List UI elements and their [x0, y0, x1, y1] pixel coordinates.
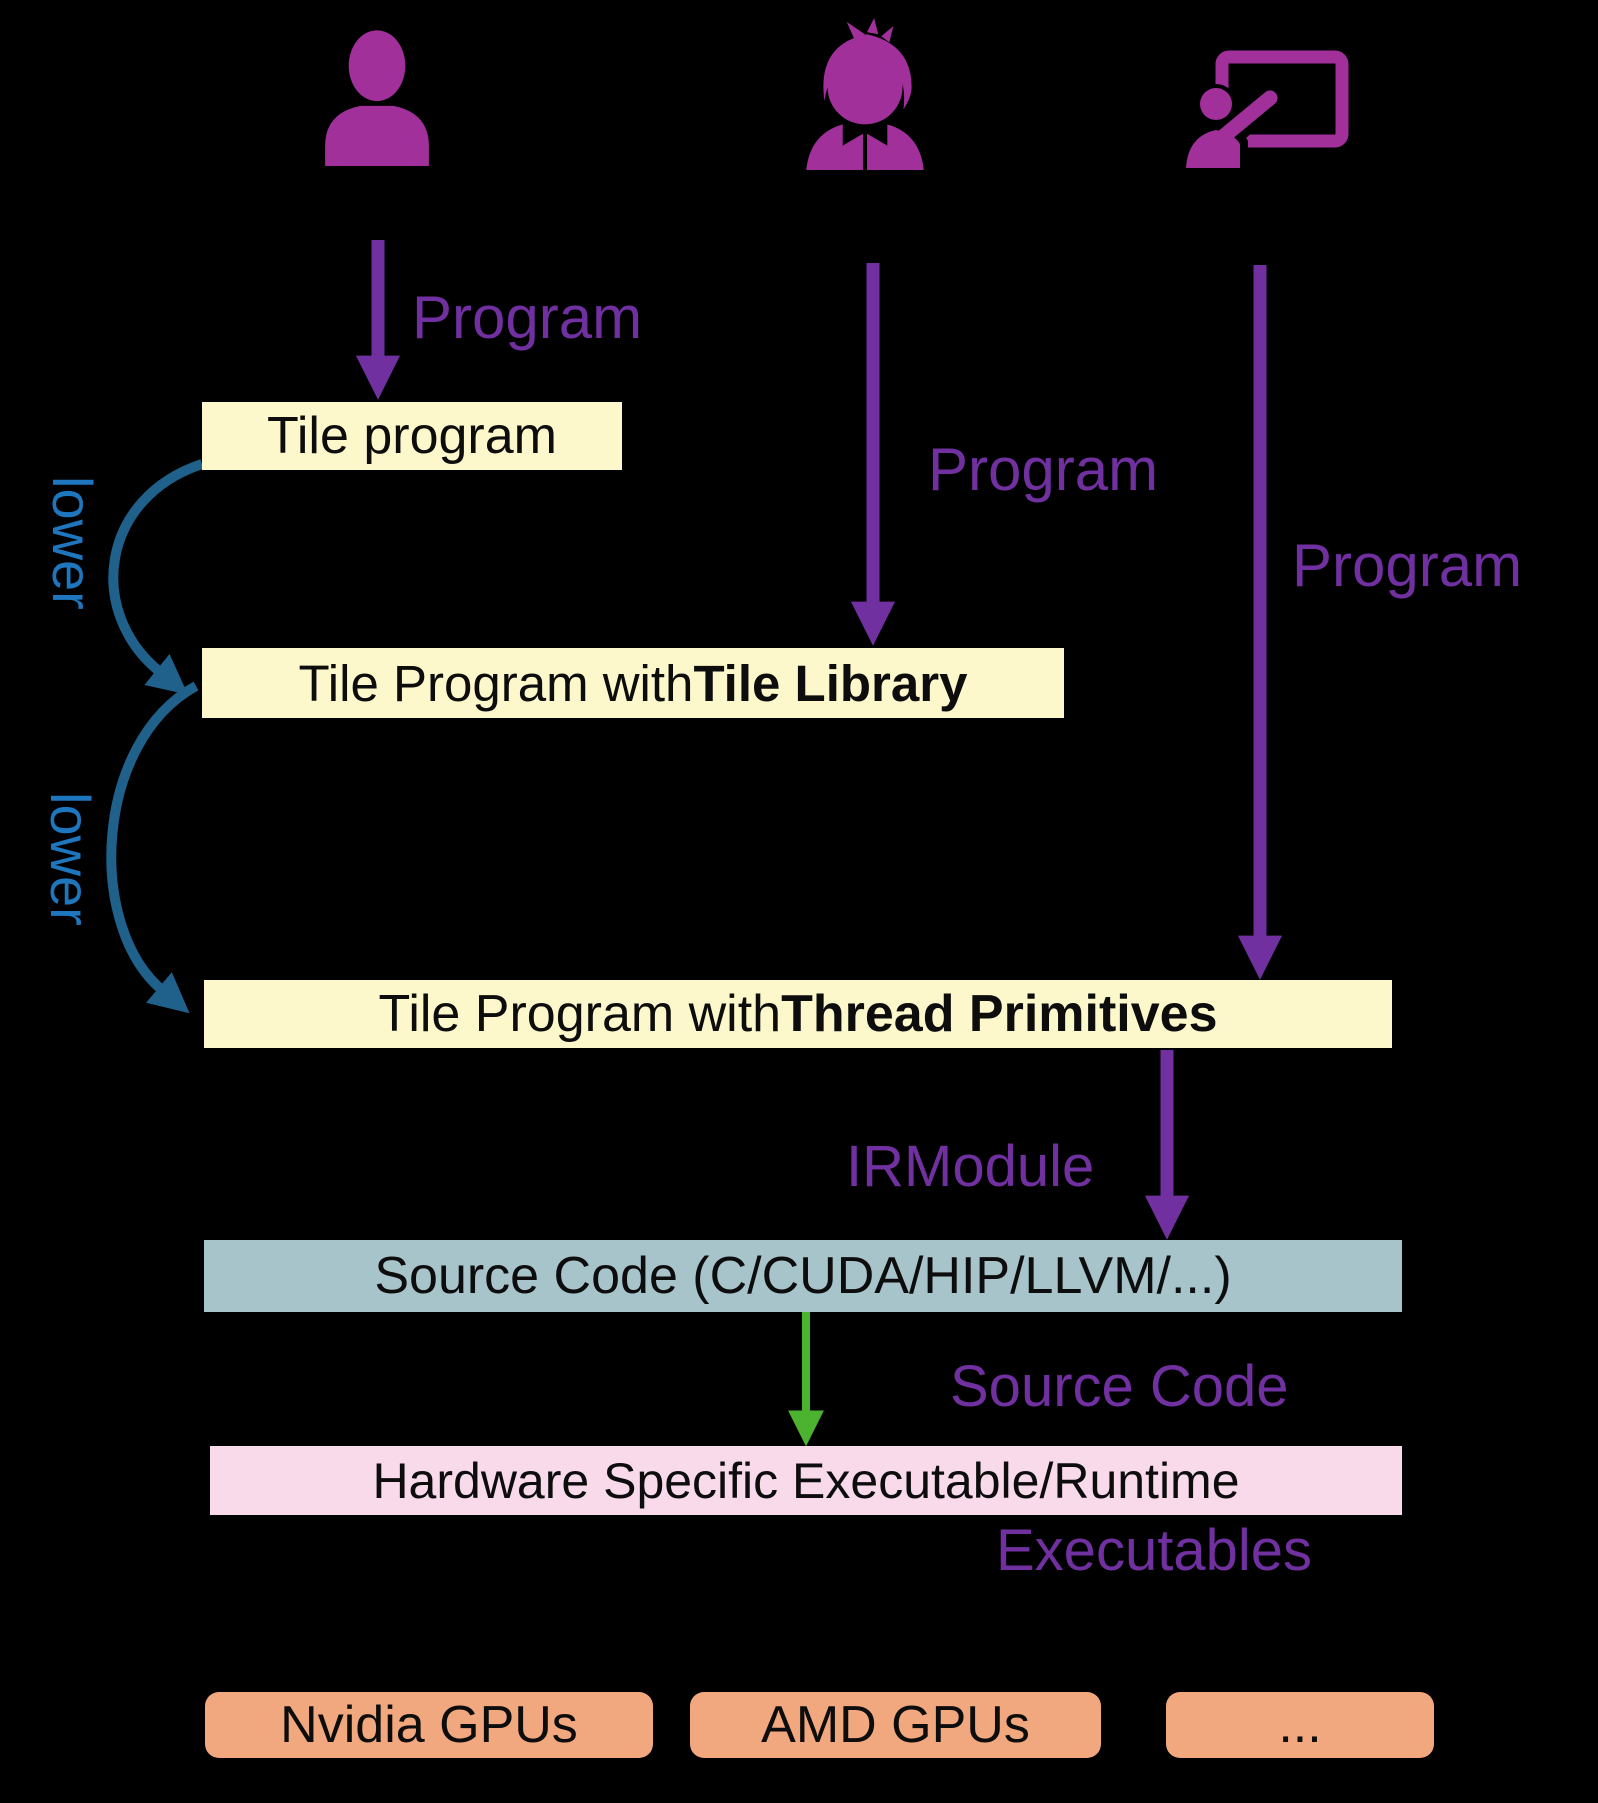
irmodule-label: IRModule [846, 1134, 1095, 1199]
lower-label-2: lower [39, 792, 102, 926]
presenter-at-board-icon [1182, 50, 1350, 168]
tile-program-box-label: Tile program [267, 407, 557, 465]
source-code-edge-label: Source Code [950, 1354, 1289, 1419]
thread-primitives-box-emphasis: Thread Primitives [781, 985, 1218, 1043]
source-code-box-label: Source Code (C/CUDA/HIP/LLVM/...) [374, 1247, 1232, 1305]
program-label-2: Program [928, 436, 1159, 503]
person-icon [318, 28, 436, 166]
program-label-3: Program [1292, 532, 1523, 599]
lower-arc-1 [108, 459, 204, 695]
target-other-label: ... [1278, 1696, 1322, 1754]
tile-library-box: Tile Program with Tile Library [202, 648, 1064, 718]
target-amd-gpus-label: AMD GPUs [761, 1696, 1030, 1754]
tile-program-box: Tile program [202, 402, 622, 470]
tile-library-box-prefix: Tile Program with [298, 654, 694, 712]
lower-arc-2 [106, 681, 199, 1014]
hardware-executable-box: Hardware Specific Executable/Runtime [210, 1446, 1402, 1515]
hardware-executable-box-label: Hardware Specific Executable/Runtime [372, 1452, 1240, 1509]
source-code-box: Source Code (C/CUDA/HIP/LLVM/...) [204, 1240, 1402, 1312]
thread-primitives-box: Tile Program with Thread Primitives [204, 980, 1392, 1048]
executables-label: Executables [996, 1518, 1312, 1583]
target-other: ... [1166, 1692, 1434, 1758]
target-nvidia-gpus-label: Nvidia GPUs [280, 1696, 578, 1754]
lower-label-1: lower [41, 476, 104, 610]
thread-primitives-box-prefix: Tile Program with [378, 985, 782, 1043]
target-amd-gpus: AMD GPUs [690, 1692, 1101, 1758]
tile-library-box-emphasis: Tile Library [693, 654, 968, 712]
boy-with-bowtie-icon [788, 18, 940, 170]
program-label-1: Program [412, 284, 643, 351]
target-nvidia-gpus: Nvidia GPUs [205, 1692, 653, 1758]
